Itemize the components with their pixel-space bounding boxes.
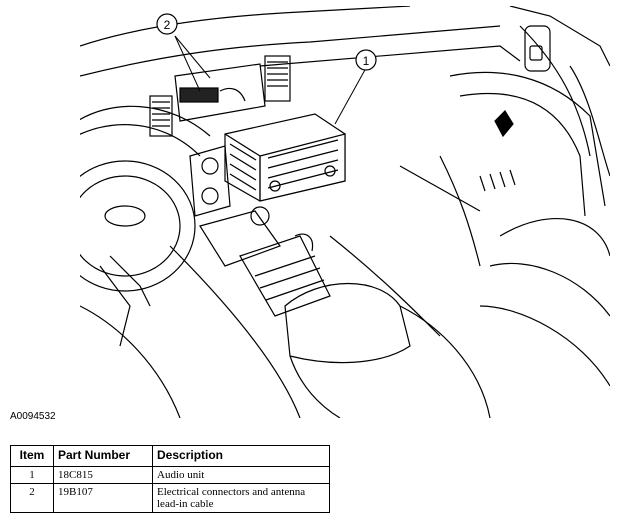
callout-2-label: 2 (164, 18, 171, 32)
connector-shape (179, 87, 219, 103)
left-vent-shape (149, 95, 173, 137)
figure-id-label: A0094532 (10, 411, 56, 422)
part-number-cell: 18C815 (53, 466, 153, 484)
part-number-cell: 19B107 (53, 483, 153, 513)
vehicle-interior-drawing: 2 1 (80, 6, 610, 418)
description-cell: Electrical connectors and antenna lead-i… (152, 483, 330, 513)
item-cell: 2 (10, 483, 54, 513)
table-row: 2 19B107 Electrical connectors and anten… (10, 483, 330, 513)
header-item: Item (10, 445, 54, 467)
header-part-number: Part Number (53, 445, 153, 467)
audio-unit-shape (224, 113, 346, 202)
parts-table: Item Part Number Description 1 18C815 Au… (10, 445, 330, 513)
callout-1-circle (355, 49, 377, 71)
steering-wheel-shape (80, 160, 196, 292)
seat-back-shape (284, 282, 411, 364)
right-vent-shape (264, 55, 291, 102)
description-cell: Audio unit (152, 466, 330, 484)
illustration-figure: 2 1 (80, 6, 610, 418)
door-handle-shape (524, 25, 551, 72)
item-cell: 1 (10, 466, 54, 484)
callout-1-label: 1 (363, 54, 370, 68)
table-header-row: Item Part Number Description (10, 445, 330, 467)
table-row: 1 18C815 Audio unit (10, 466, 330, 484)
header-description: Description (152, 445, 330, 467)
callout-2-circle (156, 13, 178, 35)
